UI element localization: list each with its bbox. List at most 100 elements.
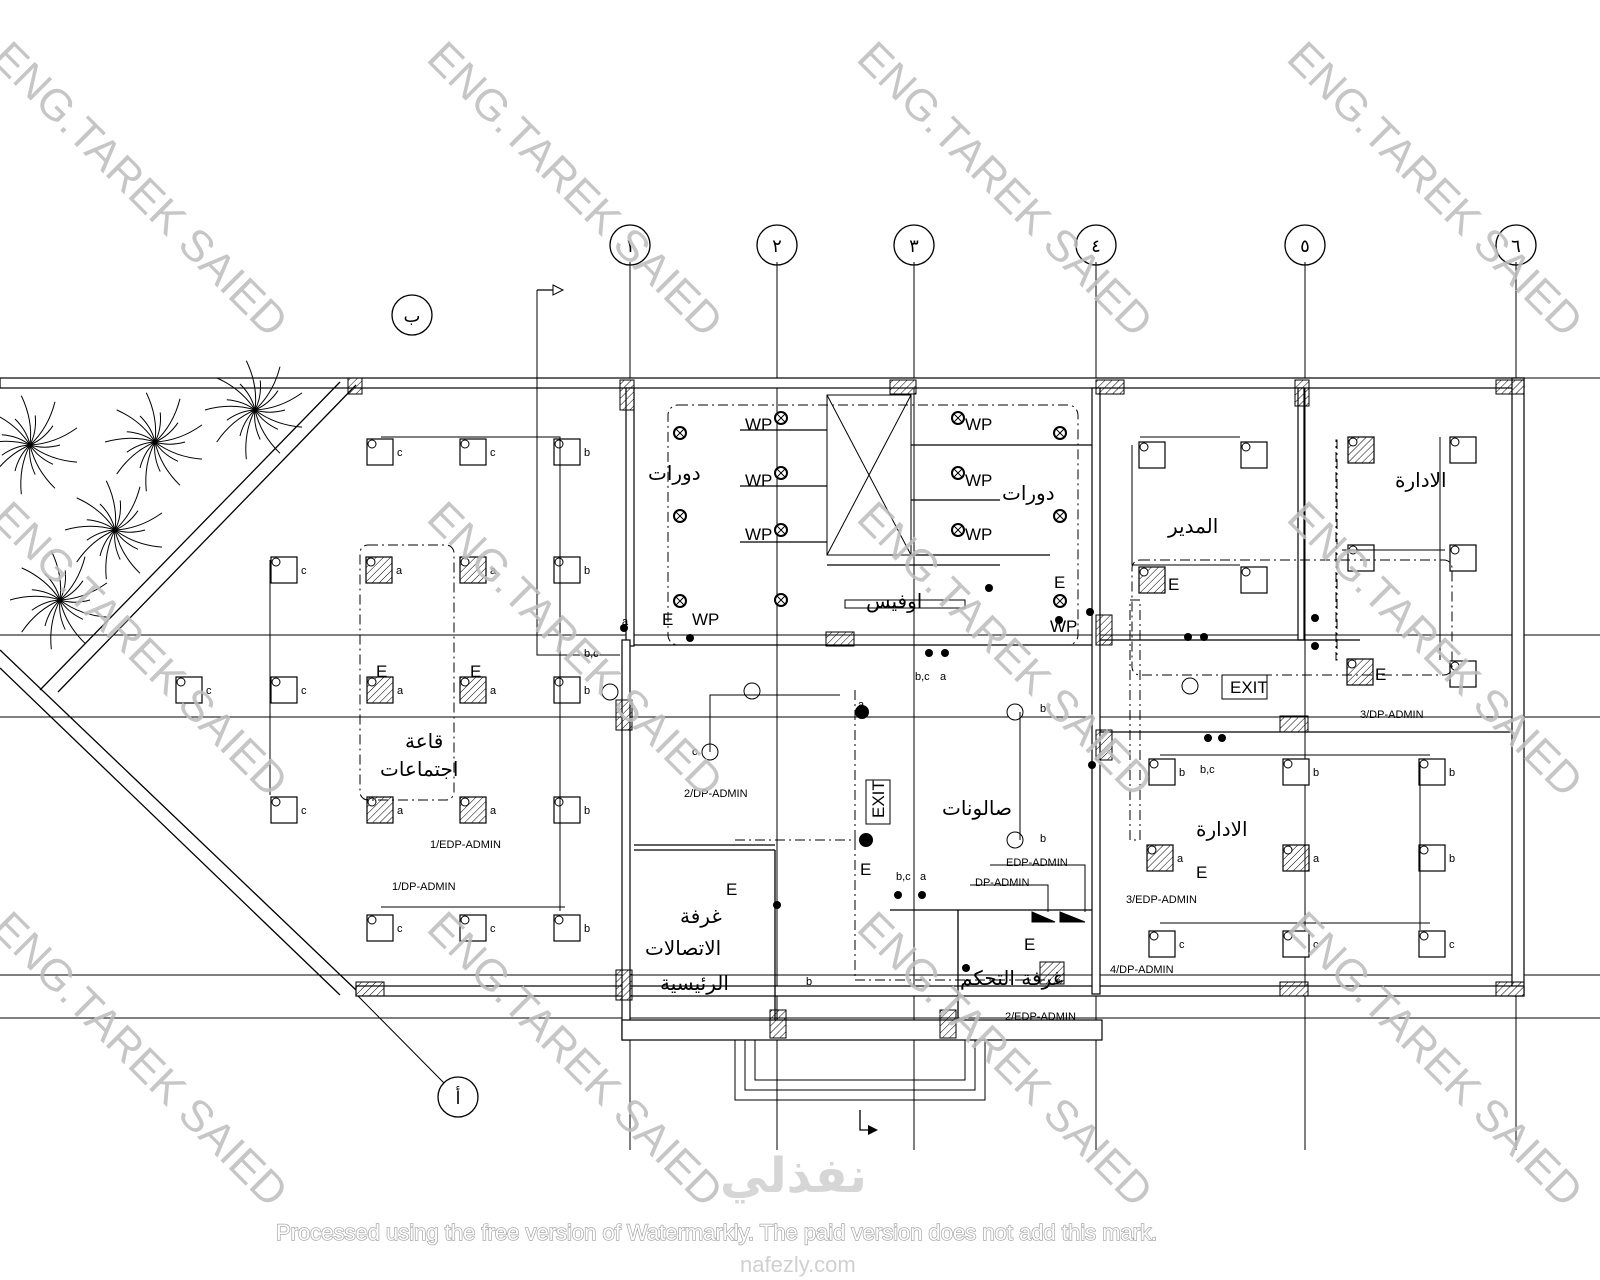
light-fixture: c [366,438,403,466]
exit-sign-lobby: EXIT [865,779,891,825]
label-2-dp-admin: 2/DP-ADMIN [684,788,748,800]
room-label-comms-line2: الاتصالات [645,936,721,960]
svg-text:٦: ٦ [1511,236,1521,257]
downlight-icon [774,411,788,425]
circuit-letter: a [1313,853,1320,865]
svg-text:ب: ب [404,306,421,327]
light-fixture: c [270,676,307,704]
switch-icon [1088,761,1096,769]
ceiling-light-icon [1181,677,1199,695]
switch-icon [1218,734,1226,742]
label-3-edp-admin: 3/EDP-ADMIN [1126,894,1197,906]
downlight-icon [774,523,788,537]
emergency-circuits [359,404,1453,981]
emergency-label: E [1196,863,1207,882]
emergency-light-icon [855,705,869,719]
light-fixture: a [366,676,404,704]
watermark-author: ENG.TAREK SAIED [0,902,297,1216]
light-fixture [1240,566,1268,594]
watermark-author: ENG.TAREK SAIED [0,492,297,806]
circuit-letter: b [584,565,590,577]
wp-label: WP [692,610,719,629]
circuit-letter: b [1179,767,1185,779]
circuit-letter: c [1313,939,1319,951]
grid-bubble-b: ب [391,294,433,336]
label-4-dp-admin: 4/DP-ADMIN [1110,964,1174,976]
room-label-control: غرفة التحكم [960,966,1063,990]
landscape-trees [0,360,303,650]
emergency-label: E [860,860,871,879]
switch-icon [1086,608,1094,616]
switch-icon [1311,642,1319,650]
light-fixture: a [459,796,497,824]
light-fixture: c [366,914,403,942]
circuit-label: c [692,746,698,758]
svg-text:٤: ٤ [1091,236,1101,257]
downlight-icon [774,593,788,607]
light-fixture: c [175,676,212,704]
wp-label: WP [965,471,992,490]
switch-label: a [622,616,629,628]
grid-bubble-a: أ [357,995,479,1118]
watermark-site: nafezly.com [740,1252,856,1277]
watermark-brand: نفذلي [720,1148,867,1204]
ceiling-light-icon [1006,703,1024,721]
circuit-letter: a [397,685,404,697]
emergency-label: E [376,662,387,681]
svg-text:٥: ٥ [1300,236,1310,257]
grid-bubble-1: ١ [609,224,651,266]
downlights [601,411,1319,972]
room-labels: دورات دورات اوفيس صالونات قاعة اجتماعات … [380,461,1447,995]
circuit-letter: b [1449,767,1455,779]
label-3-dp-admin: 3/DP-ADMIN [1360,709,1424,721]
wp-label: WP [745,471,772,490]
circuit-letter: c [490,923,496,935]
circuit-letter: a [490,805,497,817]
room-label-meeting-line2: اجتماعات [380,757,458,781]
light-fixture: a [365,556,403,584]
switch-icon [941,649,949,657]
switch-label: b,c [1200,764,1215,776]
switch-label: a [940,671,947,683]
emergency-label: E [662,610,673,629]
light-fixture [1240,441,1268,469]
building-walls [0,377,1525,1101]
light-fixture: b [553,556,590,584]
light-fixture: c [1282,930,1319,958]
watermark-author: ENG.TAREK SAIED [0,32,297,346]
switch-label: a [920,871,927,883]
circuit-letter: b [584,805,590,817]
circuit-letter: a [396,565,403,577]
label-2-edp-admin: 2/EDP-ADMIN [1005,1011,1076,1023]
switch-icon [1204,734,1212,742]
light-fixture [1449,660,1477,688]
switch-icon [925,649,933,657]
wp-label: WP [1050,617,1077,636]
room-label-admin-bottom: الادارة [1196,817,1248,841]
light-fixture: b [1418,758,1455,786]
svg-text:أ: أ [455,1086,460,1109]
light-fixture [1449,544,1477,572]
label-1-dp-admin: 1/DP-ADMIN [392,881,456,893]
ceiling-light-icon [743,682,761,700]
circuit-letter: c [1449,939,1455,951]
light-fixture: c [459,914,496,942]
switch-icon [1055,616,1063,624]
watermark-author: ENG.TAREK SAIED [418,32,732,346]
watermark-author: ENG.TAREK SAIED [1278,32,1592,346]
downlight-icon [673,594,687,608]
emergency-label: E [1024,935,1035,954]
light-fixture: a [366,796,404,824]
circuit-letter: c [397,447,403,459]
light-fixture [1138,566,1166,594]
circuit-letter: b [584,447,590,459]
light-fixture: a [1146,844,1184,872]
light-fixture: b [1148,758,1185,786]
tree-icon [104,392,203,492]
svg-text:١: ١ [625,236,635,257]
switch-icon [1184,633,1192,641]
room-label-lounges: صالونات [942,796,1012,820]
circuit-letter: a [1177,853,1184,865]
grid-bubble-5: ٥ [1284,224,1326,266]
